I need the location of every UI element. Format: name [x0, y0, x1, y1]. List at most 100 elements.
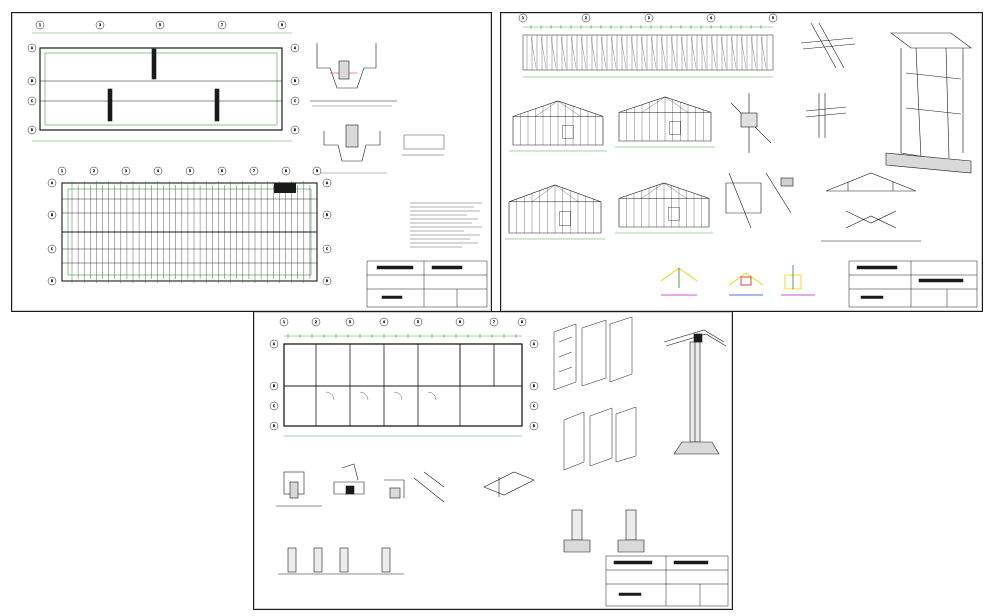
grid-bubble-label: 2: [93, 169, 95, 173]
grid-bubble-number: 3: [345, 317, 355, 327]
grid-bubble-label: 1: [61, 169, 63, 173]
title-block: [848, 260, 978, 308]
grid-bubble-number: 5: [413, 317, 423, 327]
grid-bubble-label: 5: [772, 16, 774, 20]
framing-perspective-1: [800, 22, 856, 138]
grid-bubble-label: C: [294, 99, 296, 103]
wall-section: [663, 329, 727, 455]
general-notes-block: [410, 202, 482, 248]
grid-bubble-number: 9: [312, 166, 322, 176]
foundation-plan: [32, 32, 292, 142]
grid-bubble-number: 6: [217, 166, 227, 176]
grid-bubble-letter: C: [47, 244, 57, 254]
grid-bubble-label: D: [51, 279, 53, 283]
sheet2-drawing: 1 2 3 4 5: [505, 13, 978, 308]
gable-elevation: [505, 184, 605, 240]
grid-bubble-label: 8: [285, 169, 287, 173]
grid-bubble-letter: A: [47, 178, 57, 188]
grid-bubble-label: 1: [39, 23, 41, 27]
grid-bubble-letter: C: [529, 401, 539, 411]
elevation-grid-bubbles: 1 2 3 4 5: [518, 13, 778, 23]
grid-bubble-label: 1: [283, 320, 285, 324]
grid-bubble-letter: C: [290, 96, 300, 106]
detail-title-small: [402, 134, 445, 156]
grid-bubble-letter: C: [27, 96, 37, 106]
grid-bubble-label: B: [273, 384, 275, 388]
grid-bubble-letter: C: [269, 401, 279, 411]
grid-bubble-letter: D: [27, 125, 37, 135]
grid-bubble-label: 7: [221, 23, 223, 27]
grid-bubble-number: 3: [121, 166, 131, 176]
drawing-sheet-elevations[interactable]: 1 2 3 4 5: [500, 12, 983, 312]
grid-bubble-letter: D: [290, 125, 300, 135]
grid-bubble-label: 4: [710, 16, 712, 20]
floor-partitions: [287, 334, 517, 426]
title-block: [605, 555, 729, 607]
framing-perspective-2: [885, 32, 972, 174]
grid-bubble-label: 3: [349, 320, 351, 324]
grid-bubble-label: 5: [159, 23, 161, 27]
grid-bubble-letter: A: [322, 178, 332, 188]
grid-bubble-label: 1: [522, 16, 524, 20]
grid-bubble-number: 1: [35, 20, 45, 30]
grid-bubble-label: A: [31, 46, 33, 50]
grid-bubble-number: 3: [95, 20, 105, 30]
colored-detail-2: [728, 272, 764, 296]
grid-bubble-number: 1: [57, 166, 67, 176]
grid-bubble-number: 4: [706, 13, 716, 23]
grid-bubble-label: A: [326, 181, 328, 185]
grid-bubble-label: C: [533, 404, 535, 408]
grid-bubble-label: 9: [316, 169, 318, 173]
grid-bubble-number: 5: [155, 20, 165, 30]
gable-elevation: [509, 100, 607, 152]
colored-detail-1: [660, 267, 698, 296]
grid-bubble-label: D: [533, 424, 535, 428]
grid-bubble-label: A: [533, 342, 535, 346]
grid-bubble-letter: D: [47, 276, 57, 286]
colored-detail-3: [781, 265, 815, 296]
grid-bubble-label: 7: [253, 169, 255, 173]
footing-detail-a: [310, 43, 397, 107]
grid-bubble-label: 2: [585, 16, 587, 20]
grid-bubble-letter: D: [269, 421, 279, 431]
grid-bubble-letter: B: [269, 381, 279, 391]
grid-bubble-number: 5: [768, 13, 778, 23]
grid-bubble-label: C: [326, 247, 328, 251]
grid-bubble-label: D: [326, 279, 328, 283]
foundation-column-details: [563, 509, 645, 553]
grid-bubble-label: 5: [417, 320, 419, 324]
grid-bubble-number: 2: [89, 166, 99, 176]
grid-bubble-number: 9: [277, 20, 287, 30]
grid-bubble-label: 2: [315, 320, 317, 324]
elevation-studs: [526, 25, 768, 70]
grid-bubble-label: 7: [493, 320, 495, 324]
grid-bubble-letter: C: [322, 244, 332, 254]
grid-bubble-number: 4: [153, 166, 163, 176]
grid-bubble-letter: D: [529, 421, 539, 431]
grid-bubble-label: B: [31, 79, 33, 83]
grid-bubble-label: D: [294, 128, 296, 132]
grid-bubble-number: 7: [489, 317, 499, 327]
grid-bubble-number: 4: [379, 317, 389, 327]
grid-bubble-number: 2: [581, 13, 591, 23]
roof-rafters: [62, 181, 317, 283]
wall-panel-perspective-1: [553, 316, 633, 391]
grid-bubble-label: B: [326, 213, 328, 217]
grid-bubble-number: 3: [644, 13, 654, 23]
truss-detail: [821, 172, 921, 242]
grid-bubble-letter: B: [529, 381, 539, 391]
grid-bubble-number: 1: [279, 317, 289, 327]
north-arrow-icon: [274, 183, 296, 193]
grid-bubble-label: C: [31, 99, 33, 103]
grid-bubble-label: D: [31, 128, 33, 132]
small-sections-row: [278, 547, 404, 575]
grid-bubble-label: B: [51, 213, 53, 217]
grid-bubble-number: 2: [311, 317, 321, 327]
